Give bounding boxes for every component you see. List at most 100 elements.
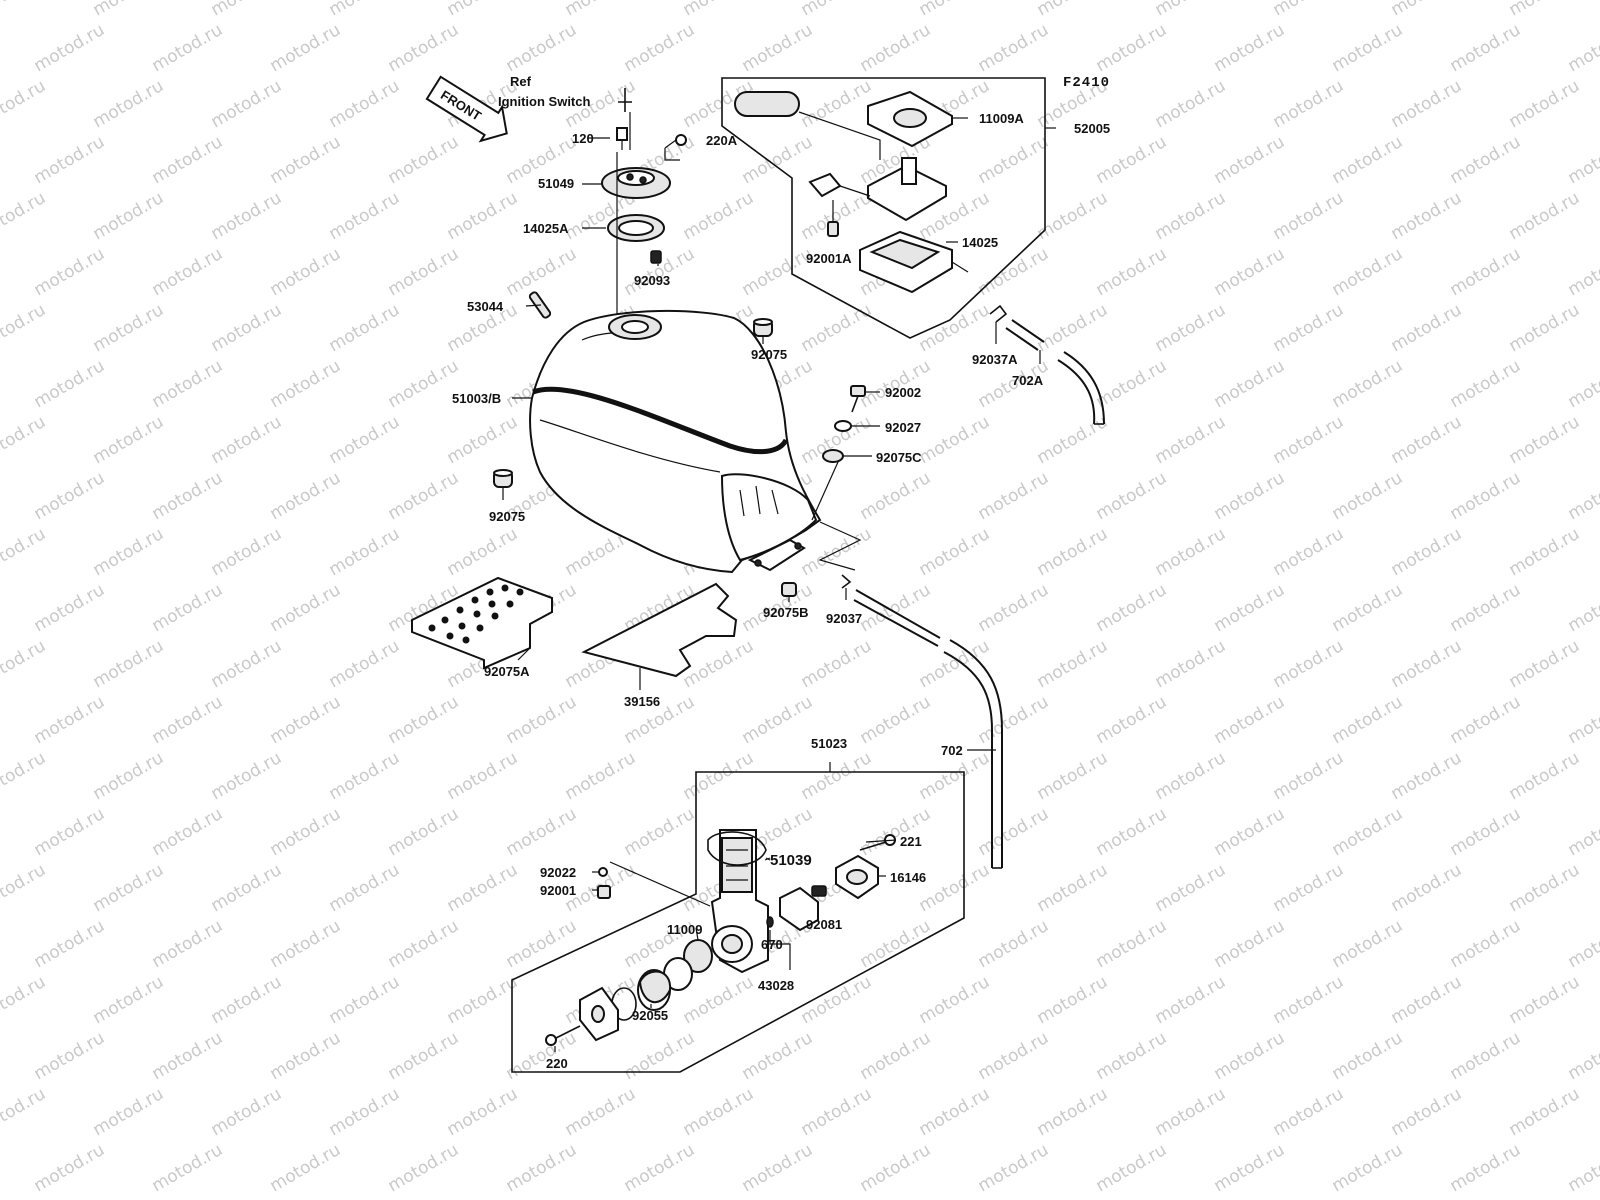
- watermark-text: motod.ru: [444, 748, 522, 804]
- watermark-text: motod.ru: [385, 244, 463, 300]
- watermark-text: motod.ru: [444, 1196, 522, 1200]
- watermark-text: motod.ru: [31, 692, 109, 748]
- watermark-text: motod.ru: [621, 1140, 699, 1196]
- watermark-text: motod.ru: [31, 580, 109, 636]
- watermark-text: motod.ru: [1565, 468, 1600, 524]
- watermark-text: motod.ru: [267, 1028, 345, 1084]
- watermark-text: motod.ru: [326, 748, 404, 804]
- watermark-text: motod.ru: [0, 1084, 49, 1140]
- clip-92037A: [989, 304, 1008, 344]
- damper-92075B: [781, 582, 797, 597]
- watermark-text: motod.ru: [1211, 132, 1289, 188]
- watermark-text: motod.ru: [562, 1196, 640, 1200]
- watermark-text: motod.ru: [326, 0, 404, 20]
- cap-screw-220A: [664, 134, 687, 161]
- watermark-text: motod.ru: [1093, 244, 1171, 300]
- watermark-text: motod.ru: [975, 468, 1053, 524]
- watermark-text: motod.ru: [562, 0, 640, 20]
- watermark-text: motod.ru: [739, 692, 817, 748]
- filter-11009: [637, 939, 713, 1011]
- watermark-text: motod.ru: [149, 20, 227, 76]
- watermark-text: motod.ru: [208, 188, 286, 244]
- sender-bracket-52005: [721, 77, 1056, 339]
- watermark-text: motod.ru: [1093, 132, 1171, 188]
- watermark-text: motod.ru: [975, 132, 1053, 188]
- watermark-text: motod.ru: [1506, 636, 1584, 692]
- watermark-text: motod.ru: [90, 972, 168, 1028]
- watermark-text: motod.ru: [1211, 580, 1289, 636]
- sender-gasket-14025: [859, 230, 969, 294]
- watermark-text: motod.ru: [208, 300, 286, 356]
- watermark-text: motod.ru: [857, 916, 935, 972]
- callout-leaders: [502, 117, 996, 1052]
- watermark-text: motod.ru: [326, 860, 404, 916]
- watermark-text: motod.ru: [385, 468, 463, 524]
- watermark-text: motod.ru: [975, 916, 1053, 972]
- callout-11009A: 11009A: [979, 111, 1024, 126]
- watermark-text: motod.ru: [1388, 76, 1466, 132]
- watermark-text: motod.ru: [1506, 188, 1584, 244]
- watermark-text: motod.ru: [1388, 0, 1466, 20]
- callout-92037: 92037: [826, 611, 862, 626]
- watermark-text: motod.ru: [1329, 916, 1407, 972]
- watermark-text: motod.ru: [1565, 804, 1600, 860]
- watermark-text: motod.ru: [798, 972, 876, 1028]
- watermark-text: motod.ru: [1447, 1028, 1525, 1084]
- watermark-text: motod.ru: [326, 972, 404, 1028]
- sender-unit-body: [808, 157, 947, 222]
- watermark-text: motod.ru: [1034, 1196, 1112, 1200]
- callout-51003B: 51003/B: [452, 391, 501, 406]
- watermark-text: motod.ru: [1447, 692, 1525, 748]
- watermark-text: motod.ru: [1447, 20, 1525, 76]
- watermark-text: motod.ru: [149, 580, 227, 636]
- watermark-text: motod.ru: [149, 692, 227, 748]
- watermark-text: motod.ru: [1270, 748, 1348, 804]
- watermark-text: motod.ru: [503, 692, 581, 748]
- ref-note-line1: Ref: [510, 74, 532, 89]
- watermark-text: motod.ru: [1093, 20, 1171, 76]
- callout-702: 702: [941, 743, 963, 758]
- watermark-text: motod.ru: [1034, 860, 1112, 916]
- watermark-text: motod.ru: [1270, 524, 1348, 580]
- watermark-text: motod.ru: [1093, 1140, 1171, 1196]
- watermark-text: motod.ru: [1565, 916, 1600, 972]
- watermark-text: motod.ru: [916, 1084, 994, 1140]
- fuel-cock-bracket-51023: [511, 762, 965, 1073]
- watermark-text: motod.ru: [1565, 1140, 1600, 1196]
- watermark-text: motod.ru: [621, 804, 699, 860]
- fuel-cock-body: [710, 829, 769, 974]
- watermark-text: motod.ru: [149, 1028, 227, 1084]
- watermark-text: motod.ru: [1388, 1084, 1466, 1140]
- watermark-text: motod.ru: [1093, 580, 1171, 636]
- watermark-text: motod.ru: [149, 356, 227, 412]
- watermark-text: motod.ru: [1211, 692, 1289, 748]
- ref-note-line2: Ignition Switch: [498, 94, 590, 109]
- watermark-text: motod.ru: [444, 0, 522, 20]
- callout-92055: 92055: [632, 1008, 668, 1023]
- watermark-text: motod.ru: [1388, 188, 1466, 244]
- watermark-text: motod.ru: [739, 1028, 817, 1084]
- watermark-text: motod.ru: [1388, 412, 1466, 468]
- watermark-text: motod.ru: [1329, 468, 1407, 524]
- watermark-text: motod.ru: [975, 580, 1053, 636]
- watermark-text: motod.ru: [385, 1028, 463, 1084]
- watermark-text: motod.ru: [1506, 412, 1584, 468]
- watermark-text: motod.ru: [975, 244, 1053, 300]
- watermark-text: motod.ru: [621, 1028, 699, 1084]
- watermark-text: motod.ru: [857, 20, 935, 76]
- watermark-text: motod.ru: [1388, 972, 1466, 1028]
- bolt-92002: [850, 385, 866, 413]
- watermark-text: motod.ru: [503, 1140, 581, 1196]
- seal-sheet-39156: [581, 582, 738, 678]
- watermark-text: motod.ru: [798, 748, 876, 804]
- watermark-text: motod.ru: [90, 0, 168, 20]
- oring-670: [766, 916, 774, 928]
- ref-leader: [618, 88, 632, 112]
- watermark-text: motod.ru: [1270, 0, 1348, 20]
- lever-92081: [779, 885, 827, 932]
- watermark-text: motod.ru: [1034, 524, 1112, 580]
- watermark-text: motod.ru: [267, 356, 345, 412]
- watermark-text: motod.ru: [1211, 916, 1289, 972]
- watermark-text: motod.ru: [90, 412, 168, 468]
- watermark-text: motod.ru: [385, 132, 463, 188]
